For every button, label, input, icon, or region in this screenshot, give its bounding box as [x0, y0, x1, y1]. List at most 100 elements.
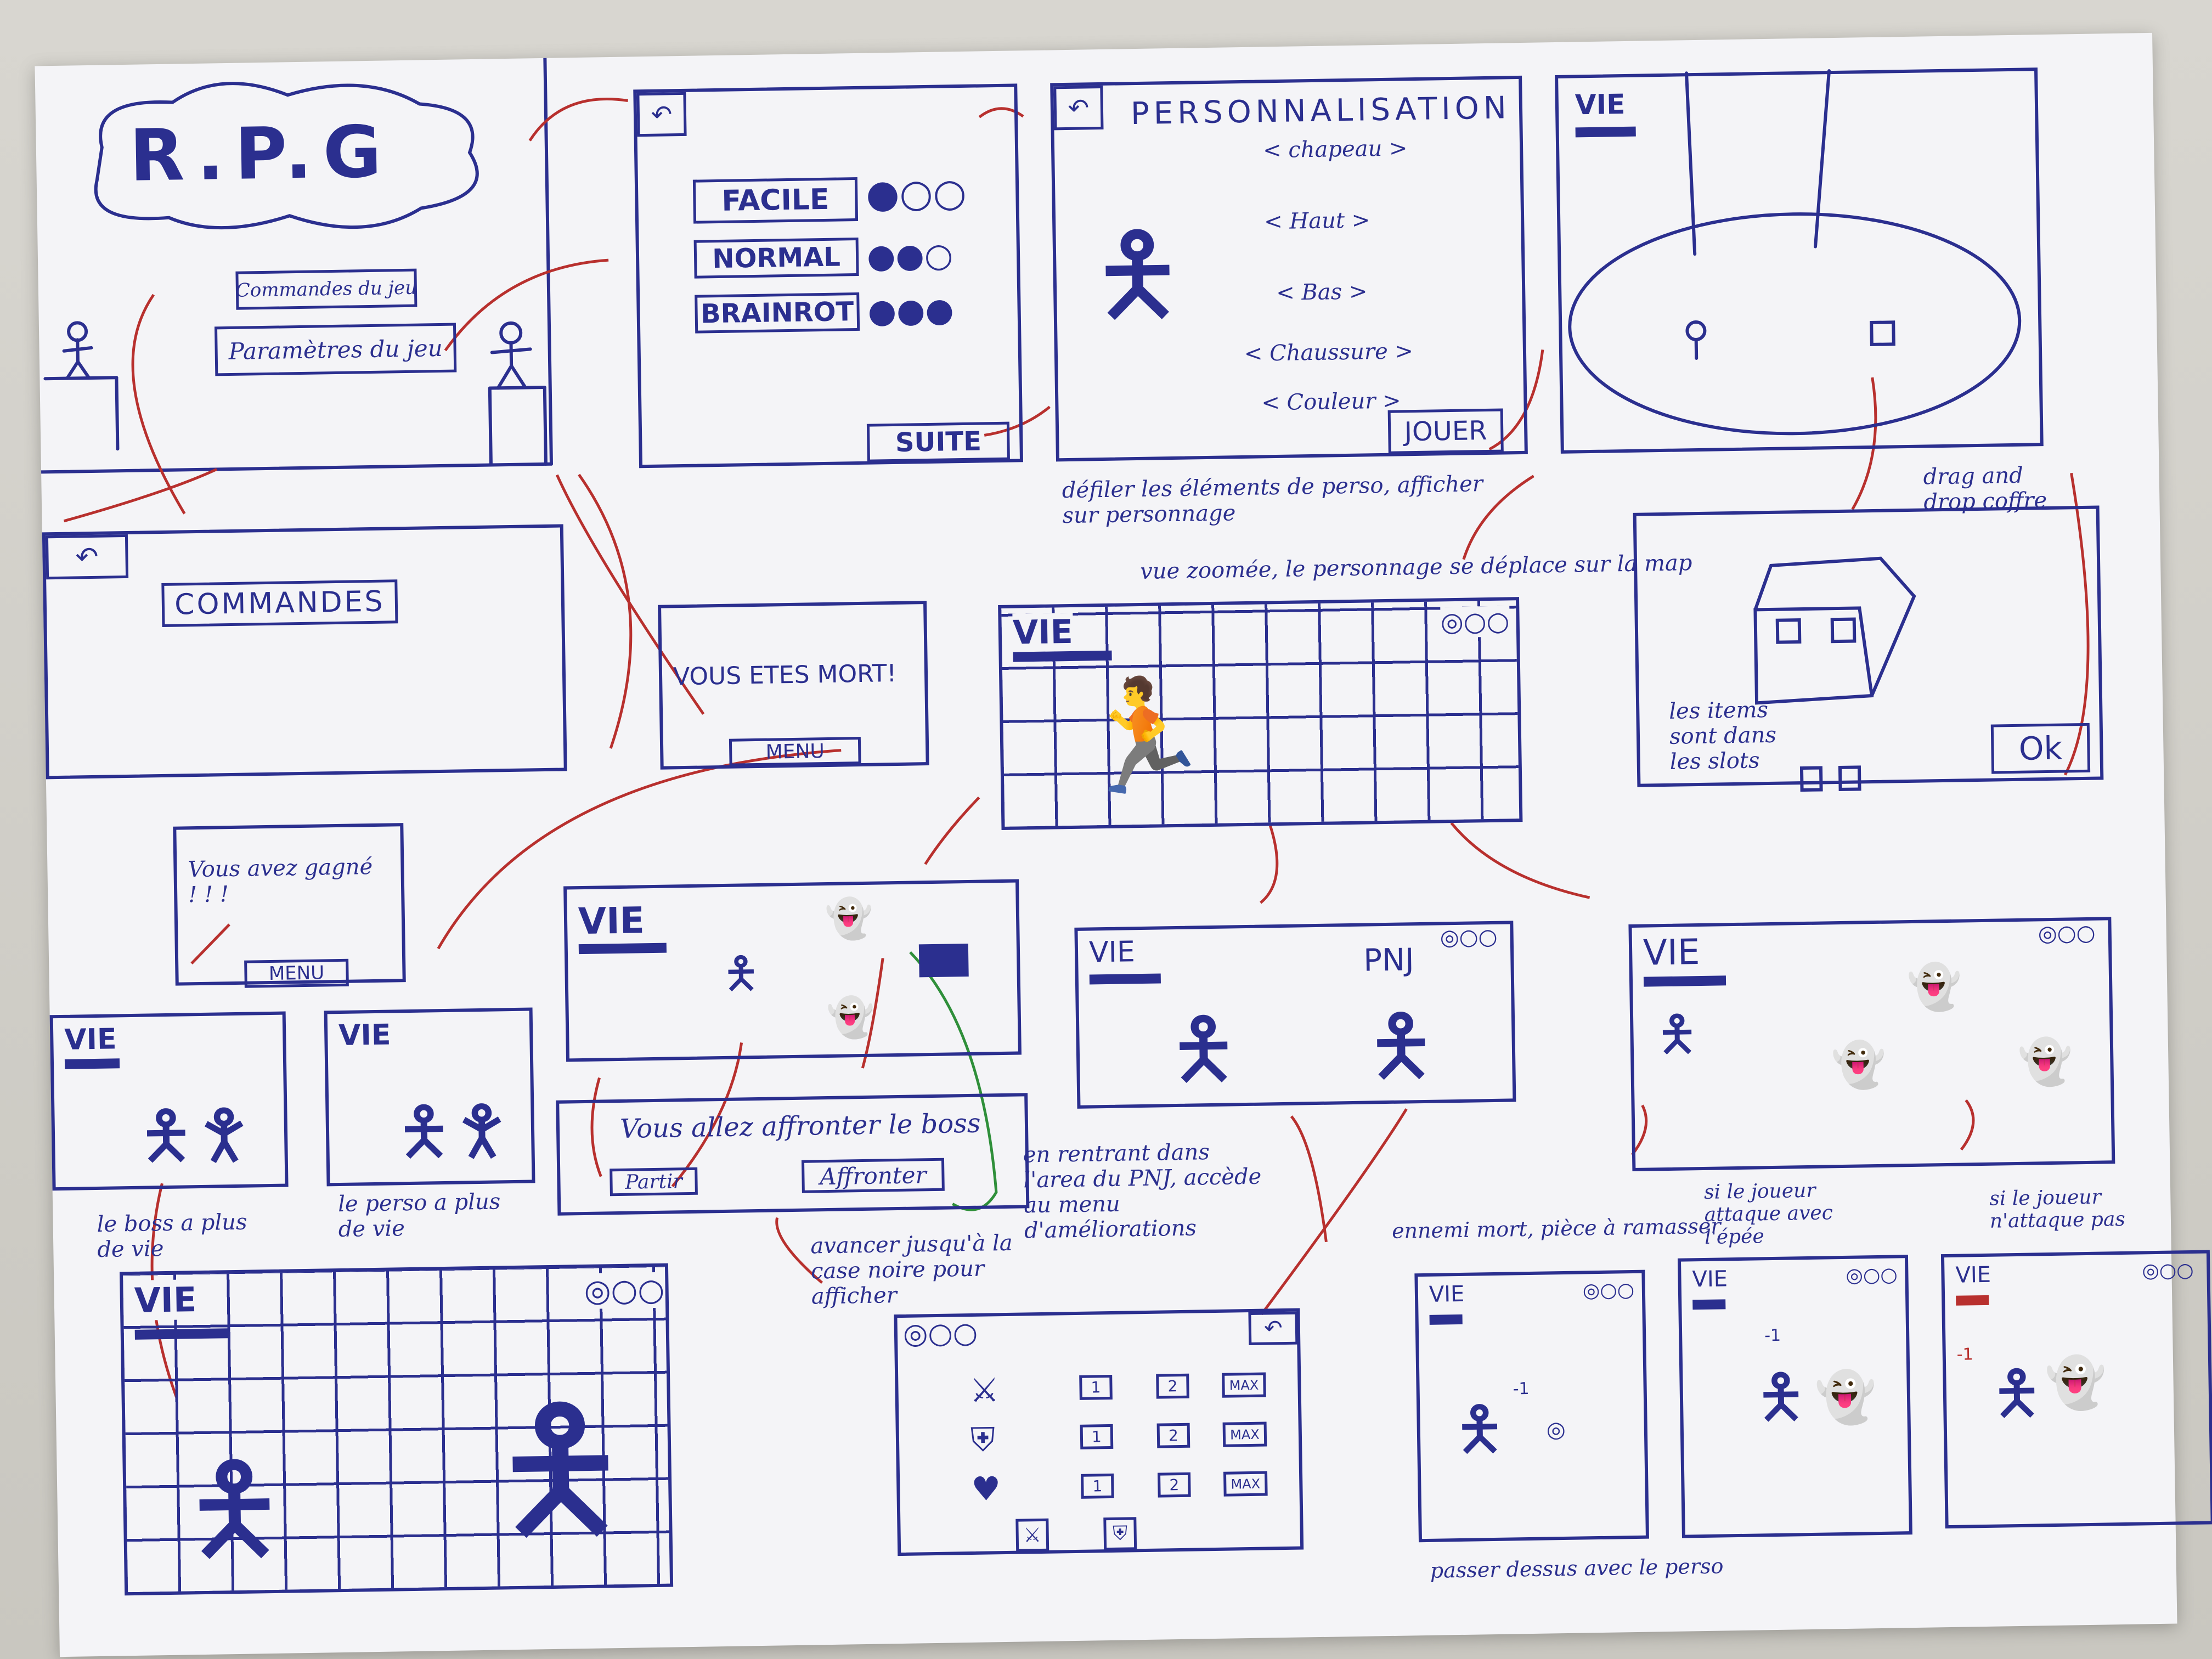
- life-label: VIE: [578, 899, 645, 943]
- back-arrow-icon[interactable]: ↶: [45, 534, 129, 580]
- back-arrow-icon[interactable]: ↶: [636, 92, 687, 137]
- life-bar: [1643, 975, 1726, 987]
- damage-text: -1: [1764, 1325, 1781, 1346]
- life-bar: [578, 943, 667, 955]
- win-message: Vous avez gagné ! ! !: [188, 854, 373, 908]
- player-icon: 🯅: [1989, 1357, 2044, 1429]
- shield-slot-icon[interactable]: ⛨: [1103, 1517, 1137, 1551]
- customize-note: défiler les éléments de perso, afficher …: [1062, 471, 1483, 529]
- coin-icon: ◎○○: [2142, 1259, 2194, 1283]
- win-menu-button[interactable]: MENU: [244, 958, 349, 988]
- coin-icon: ◎○○: [1440, 606, 1510, 638]
- flee-button[interactable]: Partir: [610, 1167, 698, 1197]
- pass-over-note: passer dessus avec le perso: [1430, 1554, 1724, 1583]
- player-icon: 🯅: [1166, 1001, 1241, 1098]
- life-bar: [1575, 126, 1636, 138]
- play-button[interactable]: JOUER: [1387, 408, 1504, 454]
- stick-figures-icon: 🯅🯆: [137, 1096, 254, 1175]
- player-icon: 🯅: [180, 1437, 289, 1580]
- boss-icon: 🯅: [487, 1372, 635, 1566]
- option-hat[interactable]: < chapeau >: [1262, 136, 1408, 163]
- upgrade-level-2[interactable]: 2: [1156, 1373, 1189, 1399]
- upgrade-menu: ◎○○ ↶ ⚔ ⛨ ♥ 1 2 MAX 1 2 MAX 1 2 MAX ⚔ ⛨: [894, 1308, 1304, 1556]
- option-shoes[interactable]: < Chaussure >: [1244, 338, 1414, 366]
- coin-icon: ◎○○: [2038, 920, 2096, 947]
- upgrade-level-max[interactable]: MAX: [1222, 1372, 1266, 1398]
- coin-icon: ◎○○: [1582, 1278, 1635, 1302]
- enemies-screen: VIE ◎○○ 🯅 👻 👻 👻: [1628, 917, 2115, 1172]
- easy-button[interactable]: FACILE: [692, 177, 859, 224]
- heart-icon: ♥: [970, 1470, 1001, 1509]
- upgrade-level-max[interactable]: MAX: [1223, 1471, 1268, 1497]
- death-menu-button[interactable]: MENU: [729, 736, 861, 766]
- attack-not-screen: VIE ◎○○ -1 🯅 👻: [1940, 1250, 2212, 1529]
- player-icon: 🯅: [721, 947, 761, 1000]
- life-label: VIE: [1088, 935, 1136, 969]
- boss-prompt: Vous allez affronter le boss Partir Affr…: [556, 1093, 1030, 1216]
- player-running-icon: 🏃: [1074, 671, 1212, 802]
- app-title: R.P.G: [128, 110, 393, 198]
- brainrot-button[interactable]: BRAINROT: [695, 292, 860, 334]
- life-label: VIE: [1643, 932, 1700, 974]
- option-top[interactable]: < Haut >: [1263, 207, 1370, 235]
- customize-screen: ↶ PERSONNALISATION 🯅 < chapeau > < Haut …: [1050, 75, 1528, 462]
- ok-button[interactable]: Ok: [1990, 723, 2091, 774]
- coin-drop-icon: ◎: [1546, 1417, 1566, 1443]
- upgrade-level-1[interactable]: 1: [1080, 1424, 1114, 1449]
- option-bottom[interactable]: < Bas >: [1276, 279, 1368, 306]
- life-label: VIE: [1692, 1266, 1728, 1293]
- sword-icon: ⚔: [969, 1371, 1000, 1410]
- difficulty-screen: ↶ FACILE NORMAL BRAINROT ●○○ ●●○ ●●● SUI…: [633, 83, 1024, 469]
- character-preview-icon: 🯅: [1088, 210, 1187, 340]
- zoomed-map: VIE ◎○○ 🏃: [998, 597, 1523, 830]
- difficulty-hard-icons: ●●●: [867, 291, 955, 331]
- level-screen: VIE: [1555, 67, 2044, 454]
- life-bar: [134, 1328, 228, 1340]
- player-icon: 🯅: [1655, 1005, 1700, 1064]
- upgrade-level-1[interactable]: 1: [1081, 1473, 1114, 1499]
- player-icon: 🯅: [1452, 1393, 1507, 1465]
- life-bar: [1429, 1314, 1463, 1325]
- customize-title: PERSONNALISATION: [1130, 90, 1511, 132]
- life-bar: [1089, 973, 1161, 985]
- boss-fight-grid: VIE ◎○○ 🯅 🯅: [120, 1263, 674, 1596]
- npc-label: PNJ: [1363, 942, 1415, 979]
- back-arrow-icon[interactable]: ↶: [1248, 1311, 1299, 1346]
- life-label: VIE: [134, 1279, 197, 1321]
- stick-figures-icon: 🯅🯆: [394, 1092, 512, 1171]
- upgrade-level-2[interactable]: 2: [1157, 1472, 1191, 1498]
- coin-icon: ◎○○: [1846, 1263, 1898, 1287]
- fight-button[interactable]: Affronter: [801, 1158, 945, 1193]
- life-bar: [1956, 1295, 1989, 1306]
- boss-more-life-screen: VIE 🯅🯆: [49, 1011, 289, 1191]
- player-more-life-screen: VIE 🯅🯆: [324, 1007, 535, 1187]
- option-color[interactable]: < Couleur >: [1261, 388, 1401, 416]
- attack-not-note: si le joueur n'attaque pas: [1989, 1186, 2126, 1233]
- boss-more-life-note: le boss a plus de vie: [97, 1209, 247, 1262]
- back-arrow-icon[interactable]: ↶: [1053, 85, 1104, 131]
- chest-note: les items sont dans les slots: [1668, 697, 1777, 775]
- enemy-dead-screen: VIE ◎○○ 🯅 -1 ◎: [1414, 1269, 1649, 1543]
- damage-text: -1: [1956, 1345, 1973, 1364]
- enemy-dead-note: ennemi mort, pièce à ramasser: [1391, 1214, 1721, 1243]
- death-message: VOUS ETES MORT!: [673, 659, 897, 691]
- settings-button[interactable]: Paramètres du jeu: [214, 323, 457, 376]
- advance-note: avancer jusqu'à la case noire pour affic…: [810, 1230, 1013, 1310]
- upgrade-level-max[interactable]: MAX: [1222, 1421, 1267, 1447]
- damage-text: -1: [1513, 1379, 1530, 1399]
- player-more-life-note: le perso a plus de vie: [337, 1189, 501, 1243]
- life-label: VIE: [1575, 88, 1626, 121]
- ghost-icon: 👻: [825, 895, 873, 942]
- life-bar: [1013, 650, 1112, 662]
- commands-button[interactable]: Commandes du jeu: [235, 268, 417, 310]
- ghost-icon: 👻: [826, 994, 875, 1041]
- sketch-paper: R.P.G Commandes du jeu Paramètres du jeu…: [35, 32, 2212, 1657]
- life-bar: [64, 1058, 120, 1069]
- drag-note: drag and drop coffre: [1923, 462, 2047, 515]
- upgrade-level-1[interactable]: 1: [1079, 1374, 1113, 1400]
- sword-slot-icon[interactable]: ⚔: [1015, 1518, 1049, 1552]
- normal-button[interactable]: NORMAL: [693, 237, 859, 279]
- ghost-icon: 👻: [2017, 1036, 2073, 1088]
- upgrade-level-2[interactable]: 2: [1156, 1423, 1190, 1448]
- next-button[interactable]: SUITE: [866, 421, 1010, 462]
